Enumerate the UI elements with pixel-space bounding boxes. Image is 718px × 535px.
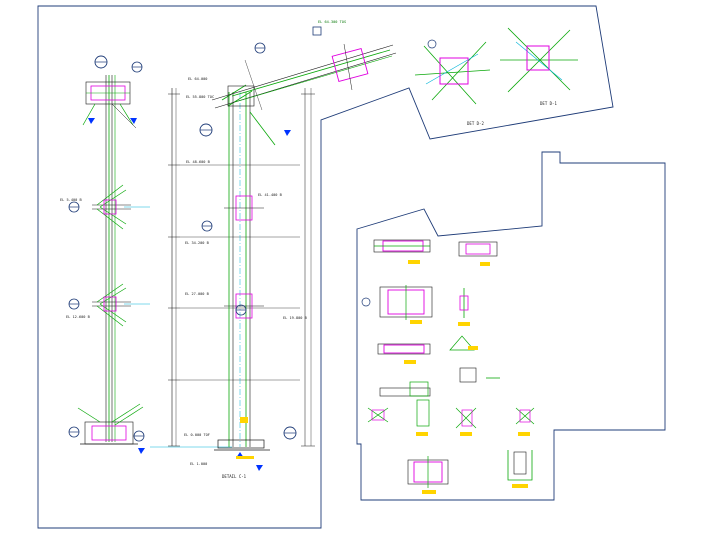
elevation-label: EL 1.000 xyxy=(190,462,207,466)
elevation-label: EL 12.600 B xyxy=(66,315,90,319)
elevation-label: EL 41.400 B xyxy=(258,193,282,197)
elevation-label: EL 55.800 TOC xyxy=(186,95,214,99)
connection-details xyxy=(361,239,535,494)
bracing-detail-d1: DET D-1 xyxy=(500,27,578,106)
detail-d2-title: DET D-2 xyxy=(467,121,484,126)
elevation-label: EL 64.000 xyxy=(188,77,207,81)
column-elevation-title: DETAIL C-1 xyxy=(222,474,247,479)
elevation-label: EL 0.000 TOF xyxy=(184,433,210,437)
elevation-label: EL 48.600 B xyxy=(186,160,210,164)
elevation-label: EL 5.400 B xyxy=(60,198,82,202)
bracing-detail-d2: DET D-2 xyxy=(414,39,491,126)
detail-d1-title: DET D-1 xyxy=(540,101,557,106)
elevation-label: EL 64.300 TOS xyxy=(318,20,346,24)
elevation-label: EL 27.000 B xyxy=(185,292,209,296)
elevation-labels: EL 64.300 TOS EL 64.000 EL 55.800 TOC EL… xyxy=(60,20,346,466)
elevation-label: EL 34.200 B xyxy=(185,241,209,245)
elevation-label: EL 19.800 B xyxy=(283,316,307,320)
centre-column-elevation: DETAIL C-1 xyxy=(168,84,315,479)
sheet-border xyxy=(37,5,666,529)
diagonal-bracing-arm xyxy=(211,26,397,111)
left-column-elevation xyxy=(68,55,232,454)
